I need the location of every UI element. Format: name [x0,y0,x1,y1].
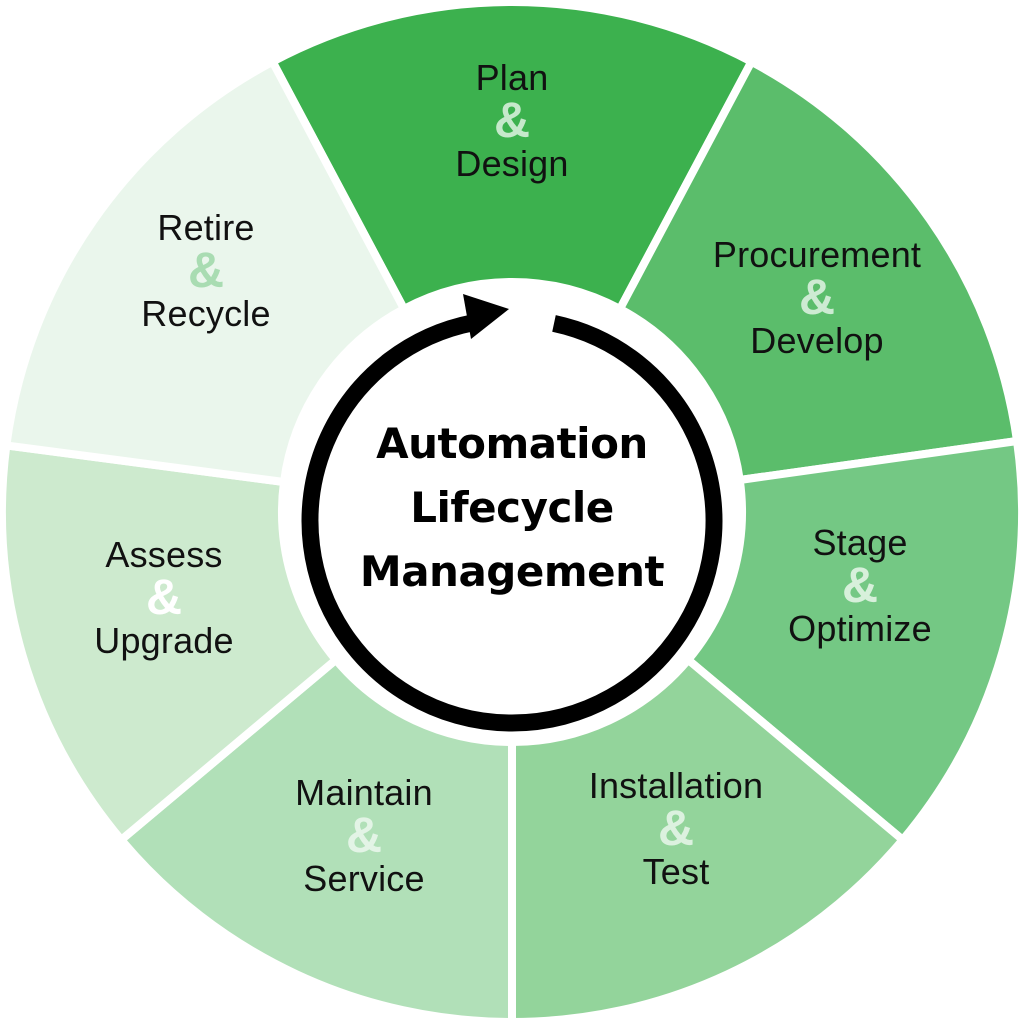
stage-label-top: Maintain [295,772,433,813]
stage-label-bottom: Upgrade [94,620,234,661]
wedge-retire [1,56,410,487]
stage-label-bottom: Develop [750,320,884,361]
diagram-title: Automation Lifecycle Management [359,412,665,604]
title-line-1: Automation [376,419,648,468]
wedge-stage [682,436,1024,846]
stage-label-bottom: Optimize [788,608,932,649]
stage-label-top: Stage [812,522,908,563]
stage-label-stage: Stage&Optimize [788,525,932,647]
cycle-arrow-icon [301,294,723,732]
stage-label-installation: Installation&Test [589,768,764,890]
wedge-plan [267,0,757,315]
wedge-maintain [115,654,516,1024]
ampersand-icon: & [145,569,183,625]
stage-label-plan: Plan&Design [455,60,568,182]
title-line-2: Lifecycle [410,483,614,532]
ampersand-icon: & [841,557,879,613]
stage-label-top: Procurement [712,234,922,275]
ampersand-icon: & [345,807,383,863]
ampersand-icon: & [187,242,225,298]
ampersand-icon: & [798,269,836,325]
stage-label-retire: Retire&Recycle [141,210,270,332]
wedge-installation [508,654,909,1024]
stage-label-top: Assess [105,534,223,575]
stage-label-bottom: Test [642,851,710,892]
stage-label-top: Retire [157,207,255,248]
ampersand-icon: & [657,800,695,856]
stage-label-bottom: Recycle [141,293,271,334]
wedge-procurement [614,56,1022,485]
ampersand-icon: & [493,92,531,148]
stage-label-bottom: Service [303,858,425,899]
stage-label-top: Plan [475,57,549,98]
stage-label-procurement: Procurement&Develop [713,237,921,359]
stage-label-bottom: Design [455,143,569,184]
stage-label-assess: Assess&Upgrade [94,537,234,659]
wedge-assess [0,440,342,846]
stage-label-maintain: Maintain&Service [295,775,433,897]
stage-label-top: Installation [588,765,764,806]
title-line-3: Management [359,547,665,596]
